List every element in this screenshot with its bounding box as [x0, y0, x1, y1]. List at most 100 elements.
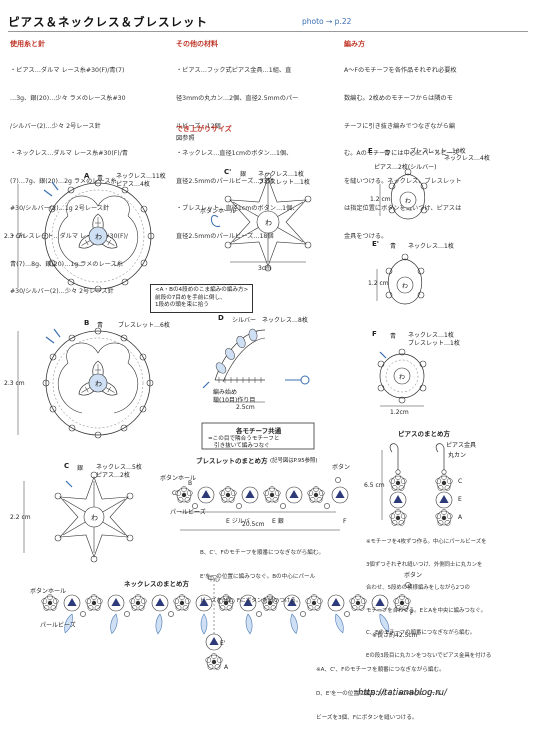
bracelet-buttonhole-label: ボタンホール — [160, 475, 197, 482]
pierce-note: モチーフを合わせる。EとAを中央に編みつなぐ。 — [366, 607, 486, 614]
method-line: A～Fのモチーフを各作品それぞれ必要枚 — [344, 67, 457, 75]
bracelet-label-e-1: E ジルバ — [226, 518, 250, 525]
motif-e2-size: 1.2 cm — [368, 280, 389, 287]
svg-text:わ: わ — [402, 283, 408, 290]
motif-e-note-3: ピアス…2枚(シルバー) — [374, 164, 437, 171]
buttonhole-label: ボタンホール — [200, 208, 237, 215]
motif-e-note-2: ネックレス…4枚 — [444, 155, 490, 162]
necklace-label-f: F — [410, 610, 414, 617]
motif-c-note-1: ネックレス…5枚 — [96, 464, 142, 471]
motif-b-note-1: ブレスレット…6枚 — [118, 322, 170, 329]
bracelet-label-f: F — [343, 518, 347, 525]
pierce-note: Eの段3段目に丸カンをつないでピアス金具を付ける — [366, 653, 492, 660]
motif-f-size: 1.2cm — [390, 409, 409, 416]
method-heading: 編み方 — [344, 40, 365, 48]
pierce-hook-label: ピアス金具 — [446, 442, 477, 449]
watermark-url: http://tatianablog.ru/ — [358, 688, 447, 698]
motif-c2-letter: C' — [224, 168, 232, 176]
necklace-pearl-label: パールビーズ — [40, 622, 76, 629]
bracelet-label-c2: C' — [172, 490, 178, 497]
motif-f-note-1: ネックレス…1枚 — [408, 332, 454, 339]
other-materials-line: 直径2.5mmのパールビーズ…33個 — [176, 177, 274, 185]
header-rule — [8, 31, 528, 32]
materials-line: 青(7)…8g、銀(20)…1g ラメのレース糸 — [10, 260, 123, 268]
bracelet-notes: B、C'、Fのモチーフを順番につなぎながら編む。 E'を一の位置に編みつなぐ。B… — [200, 533, 324, 621]
other-materials-line: ・ピアス…フック式ピアス金具…1組、直 — [176, 67, 292, 75]
motif-c2-color: 銀 — [240, 171, 247, 178]
motif-e-color: 青 — [384, 150, 391, 157]
motif-a-letter: A — [84, 172, 90, 180]
motif-e2-note-1: ネックレス…1枚 — [408, 243, 454, 250]
motif-a-color: 青 — [97, 175, 104, 182]
motif-f-color: 青 — [390, 333, 397, 340]
pierce-note: ※モチーフを4枚ずつ作る。中心にパールビーズを — [366, 539, 487, 546]
finished-size-heading: でき上がりサイズ — [176, 125, 232, 133]
necklace-note: ※A、C'、Fのモチーフを順番につなぎながら編む。 — [316, 667, 445, 673]
method-list: A～Fのモチーフを各作品それぞれ必要枚 数編む。2枚めのモチーフからは隣のモ チ… — [344, 48, 462, 260]
materials-line: …3g、銀(20)…少々 ラメのレース糸#30 — [10, 95, 126, 103]
svg-text:わ: わ — [265, 219, 272, 227]
other-materials-line: 直径2.5mmのパールビーズ…18個 — [176, 233, 274, 241]
method-line: 金具をつける。 — [344, 233, 388, 241]
bracelet-pearl-label: パールビーズ — [170, 509, 206, 516]
pierce-size: 6.5 cm — [364, 482, 385, 489]
method-line: チーフに引き抜き編みでつなぎながら編 — [344, 122, 456, 130]
method-line: を縫いつける。ネックレス、ブレスレット — [344, 177, 462, 185]
common-title: 各モチーフ共通 — [236, 427, 282, 435]
chain-start-count: 鎖(10目)作り目 — [213, 397, 256, 404]
other-materials-line: ルビーズ…12個 — [176, 122, 221, 130]
svg-text:わ: わ — [405, 198, 411, 205]
materials-heading: 使用糸と針 — [10, 40, 45, 48]
common-line-1: =この目で隣合うモチーフと — [208, 436, 280, 442]
necklace-button-label: ボタン — [404, 572, 423, 579]
other-materials-line: 径3mmの丸カン…2個、直径2.5mmのパー — [176, 95, 299, 103]
common-line-2: 引き抜いて編みつなぐ — [214, 443, 270, 449]
necklace-length: ※長さ約42.5cm — [372, 632, 418, 639]
pierce-note: C、Eのモチーフの順番につなぎながら編む。 — [366, 630, 476, 637]
motif-a-size: 2.3 cm — [4, 233, 25, 240]
motif-ab-note-line: 前段の7目めを手前に倒し、 — [155, 294, 226, 301]
motif-d-letter: D — [218, 314, 224, 322]
motif-c2-note-1: ネックレス…1枚 — [258, 171, 304, 178]
motif-ab-note-line: 1段めの頭を束に拾う — [155, 302, 209, 308]
bracelet-label-b: B — [188, 480, 193, 487]
motif-ab-note-line: <A・Bの4段めのこま編みの編み方> — [155, 287, 249, 293]
materials-line: ・ピアス…ダルマ レース糸#30(F)/青(7) — [10, 67, 125, 75]
other-materials-heading: その他の材料 — [176, 40, 218, 48]
motif-c2-size: 3cm — [258, 265, 271, 272]
other-materials-list: ・ピアス…フック式ピアス金具…1組、直 径3mmの丸カン…2個、直径2.5mmの… — [176, 48, 299, 260]
pierce-label-e: E — [458, 496, 462, 503]
method-line: む。Aのモチーフには中心にパールビーズ — [344, 150, 459, 158]
materials-line: /シルバー(2)…少々 2号レース針 — [10, 122, 101, 130]
motif-d-size: 2.5cm — [236, 404, 255, 411]
necklace-label-a: A — [224, 664, 229, 671]
motif-a-note-2: ピアス…4枚 — [116, 181, 150, 188]
motif-f-letter: F — [372, 330, 377, 338]
pierce-label-c: C — [458, 478, 463, 485]
motif-c-note-2: ピアス…2枚 — [96, 472, 130, 479]
svg-text:わ: わ — [399, 374, 405, 381]
svg-text:わ: わ — [95, 380, 102, 388]
necklace-note: ビーズを3個、Fにボタンを縫いつける。 — [316, 715, 418, 721]
bracelet-title: ブレスレットのまとめ方 — [196, 457, 268, 465]
motif-c-size: 2.2 cm — [10, 514, 31, 521]
motif-e-size: 1.2 cm — [370, 196, 391, 203]
bracelet-label-e-2: E 銀 — [272, 518, 284, 525]
motif-e2-letter: E' — [372, 240, 379, 248]
pierce-note: 3個ずつそれぞれ縫いつけ、外側同士に丸カンを — [366, 561, 483, 568]
motif-d-color: シルバー — [232, 317, 257, 324]
motif-c-letter: C — [64, 462, 70, 470]
pierce-label-a: A — [458, 514, 463, 521]
bracelet-button-label: ボタン — [332, 464, 351, 471]
necklace-label-e: E' — [220, 640, 226, 647]
materials-line: #30/シルバー(2)…1g 2号レース針 — [10, 205, 110, 213]
motif-e-note-1: ブレスレット…10枚 — [410, 148, 466, 155]
necklace-buttonhole-label: ボタンホール — [30, 588, 67, 595]
materials-line: ・ネックレス…ダルマ レース糸#30(F)/青 — [10, 150, 128, 158]
page-title: ピアス＆ネックレス＆ブレスレット — [8, 15, 208, 29]
other-materials-line: ・ブレスレット…直径1cmのボタン…1個、 — [176, 205, 299, 213]
motif-f-note-2: ブレスレット…1枚 — [408, 340, 460, 347]
necklace-center-label: 中心 — [208, 576, 221, 583]
motif-a-note-1: ネックレス…11枚 — [116, 173, 166, 180]
motif-b-size: 2.3 cm — [4, 380, 25, 387]
